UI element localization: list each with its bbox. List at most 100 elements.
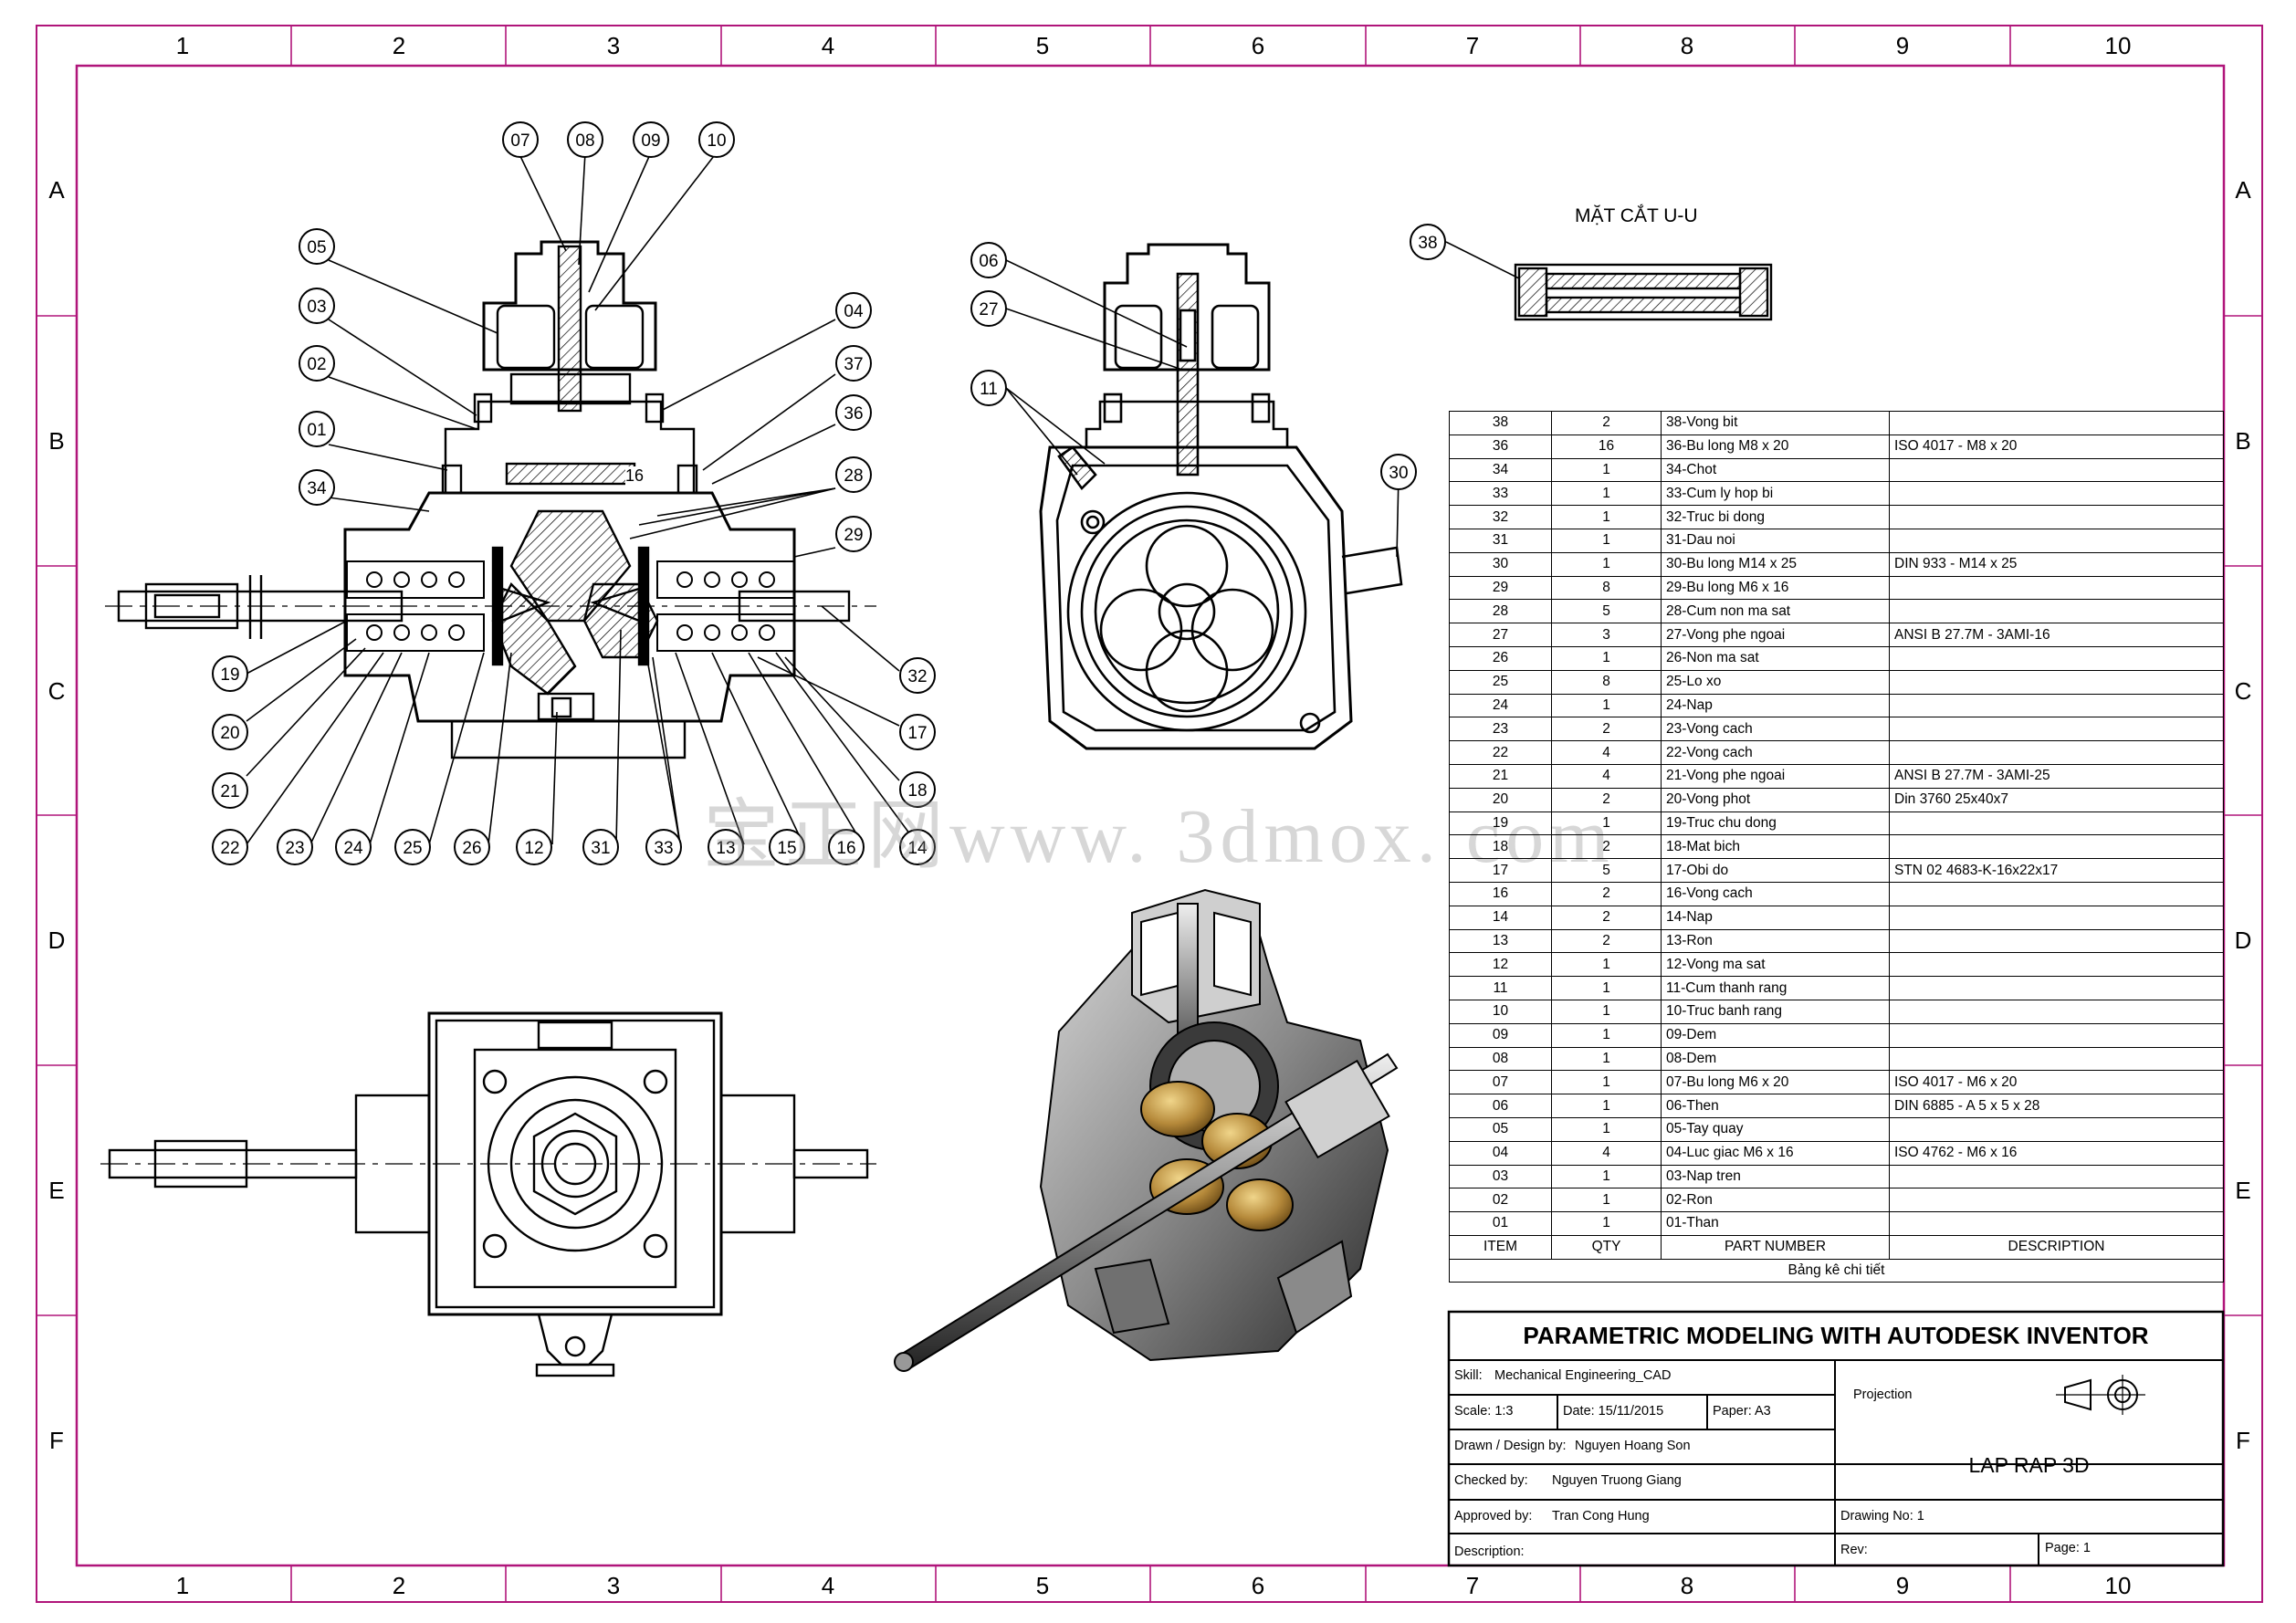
callout-02: 02 bbox=[299, 345, 335, 382]
cell-item: 03 bbox=[1449, 1164, 1552, 1189]
callout-07: 07 bbox=[502, 121, 539, 158]
cell-part: 32-Truc bi dong bbox=[1661, 505, 1890, 529]
callout-19: 19 bbox=[212, 655, 248, 692]
cell-qty: 4 bbox=[1551, 1140, 1662, 1166]
zone-col-3: 3 bbox=[606, 32, 621, 59]
drawing-name: LAP RAP 3D bbox=[1968, 1453, 2090, 1477]
leader-lines bbox=[246, 152, 1520, 845]
callout-12: 12 bbox=[516, 829, 552, 865]
zone-col-3-bottom: 3 bbox=[606, 1572, 621, 1599]
cell-item: 28 bbox=[1449, 599, 1552, 624]
callout-06: 06 bbox=[970, 242, 1007, 278]
cell-item: 01 bbox=[1449, 1211, 1552, 1236]
cell-qty: 2 bbox=[1551, 717, 1662, 742]
cell-part: 06-Then bbox=[1661, 1094, 1890, 1118]
zone-col-4-bottom: 4 bbox=[821, 1572, 835, 1599]
zone-col-2-bottom: 2 bbox=[392, 1572, 406, 1599]
zone-col-8-bottom: 8 bbox=[1680, 1572, 1694, 1599]
cell-part: 23-Vong cach bbox=[1661, 717, 1890, 742]
zone-col-1: 1 bbox=[175, 32, 190, 59]
cell-item: 13 bbox=[1449, 928, 1552, 954]
cell-desc: ISO 4017 - M8 x 20 bbox=[1889, 434, 2224, 459]
callout-36: 36 bbox=[835, 394, 872, 431]
cell-item: 23 bbox=[1449, 717, 1552, 742]
cell-qty: 5 bbox=[1551, 858, 1662, 883]
zone-col-9: 9 bbox=[1895, 32, 1910, 59]
cell-item: 21 bbox=[1449, 763, 1552, 789]
cell-part: 08-Dem bbox=[1661, 1046, 1890, 1072]
inline-label-16: 16 bbox=[625, 466, 645, 486]
zone-col-7: 7 bbox=[1465, 32, 1480, 59]
callout-09: 09 bbox=[633, 121, 669, 158]
callout-26: 26 bbox=[454, 829, 490, 865]
cell-desc: STN 02 4683-K-16x22x17 bbox=[1889, 858, 2224, 883]
cell-part: 21-Vong phe ngoai bbox=[1661, 763, 1890, 789]
zone-col-5: 5 bbox=[1035, 32, 1050, 59]
cell-qty: QTY bbox=[1551, 1234, 1662, 1260]
cell-qty: 1 bbox=[1551, 999, 1662, 1024]
cell-desc bbox=[1889, 457, 2224, 483]
cell-desc bbox=[1889, 881, 2224, 906]
cell-desc bbox=[1889, 528, 2224, 553]
cell-part: 22-Vong cach bbox=[1661, 740, 1890, 765]
cell-part: 12-Vong ma sat bbox=[1661, 952, 1890, 978]
zone-col-6: 6 bbox=[1251, 32, 1265, 59]
callout-21: 21 bbox=[212, 772, 248, 809]
cell-desc bbox=[1889, 717, 2224, 742]
zone-row-e: E bbox=[48, 1177, 65, 1204]
callout-16: 16 bbox=[828, 829, 865, 865]
cell-qty: 16 bbox=[1551, 434, 1662, 459]
top-view bbox=[100, 1011, 876, 1377]
cell-item: 32 bbox=[1449, 505, 1552, 529]
callout-24: 24 bbox=[335, 829, 372, 865]
paper-value: Paper: A3 bbox=[1713, 1404, 1771, 1419]
skill-value: Mechanical Engineering_CAD bbox=[1494, 1368, 1672, 1383]
cell-qty: 1 bbox=[1551, 1022, 1662, 1048]
cell-item: 10 bbox=[1449, 999, 1552, 1024]
cell-item: 24 bbox=[1449, 693, 1552, 718]
cell-desc bbox=[1889, 1116, 2224, 1142]
cell-qty: 2 bbox=[1551, 881, 1662, 906]
cell-item: 16 bbox=[1449, 881, 1552, 906]
cell-qty: 1 bbox=[1551, 976, 1662, 1000]
cell-item: 27 bbox=[1449, 623, 1552, 647]
cell-part: 34-Chot bbox=[1661, 457, 1890, 483]
cell-part: 09-Dem bbox=[1661, 1022, 1890, 1048]
callout-04: 04 bbox=[835, 292, 872, 329]
callout-20: 20 bbox=[212, 714, 248, 750]
cell-part: 26-Non ma sat bbox=[1661, 645, 1890, 671]
cell-item: 12 bbox=[1449, 952, 1552, 978]
cell-part: 18-Mat bich bbox=[1661, 834, 1890, 860]
description-label: Description: bbox=[1454, 1544, 1525, 1559]
cell-qty: 1 bbox=[1551, 505, 1662, 529]
cell-part: PART NUMBER bbox=[1661, 1234, 1890, 1260]
drawing-title: PARAMETRIC MODELING WITH AUTODESK INVENT… bbox=[1523, 1322, 2149, 1349]
drawn-label: Drawn / Design by: bbox=[1454, 1439, 1567, 1453]
cell-part: 10-Truc banh rang bbox=[1661, 999, 1890, 1024]
zone-col-10: 10 bbox=[2104, 32, 2132, 59]
cell-qty: 1 bbox=[1551, 1046, 1662, 1072]
callout-25: 25 bbox=[394, 829, 431, 865]
callout-27: 27 bbox=[970, 290, 1007, 327]
callout-11: 11 bbox=[970, 370, 1007, 406]
cell-item: 26 bbox=[1449, 645, 1552, 671]
cell-part: 27-Vong phe ngoai bbox=[1661, 623, 1890, 647]
isometric-cutaway bbox=[894, 888, 1399, 1372]
cell-qty: 2 bbox=[1551, 787, 1662, 812]
parts-list-caption-row: Bảng kê chi tiết bbox=[1449, 1258, 2224, 1283]
cell-desc bbox=[1889, 834, 2224, 860]
callout-31: 31 bbox=[582, 829, 619, 865]
callout-10: 10 bbox=[698, 121, 735, 158]
callout-17: 17 bbox=[899, 714, 936, 750]
zone-row-d: D bbox=[47, 927, 66, 954]
